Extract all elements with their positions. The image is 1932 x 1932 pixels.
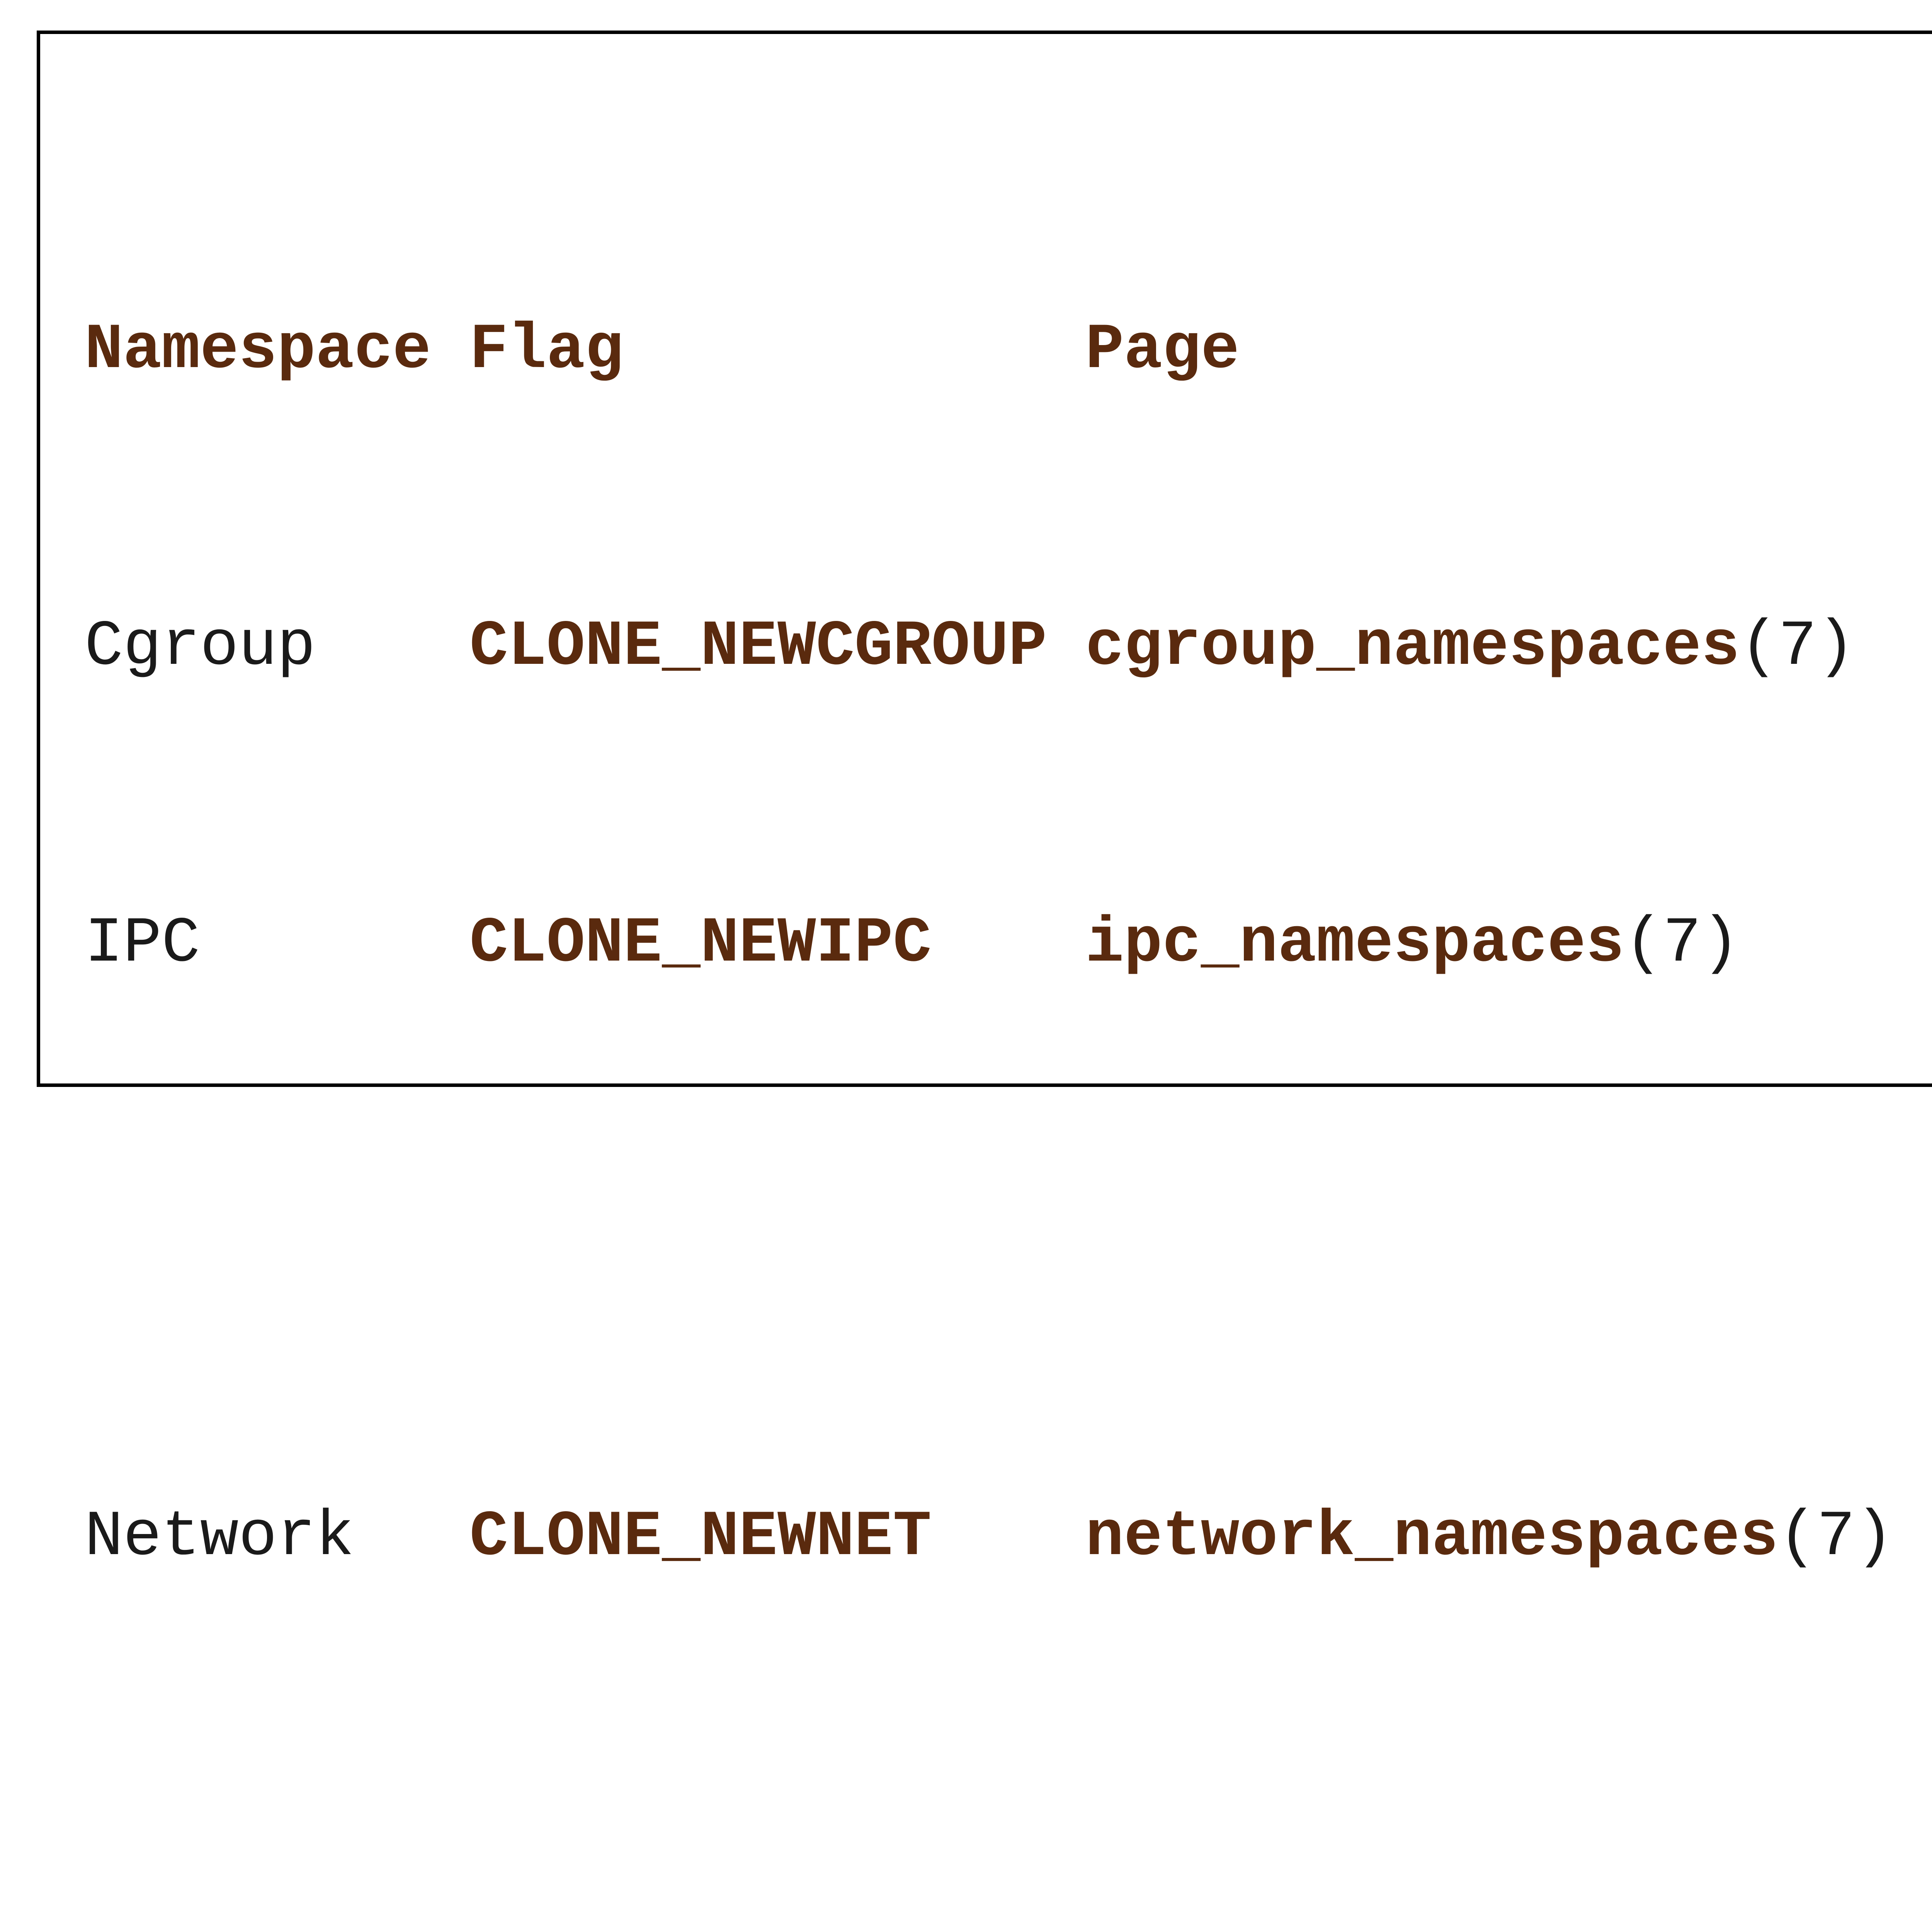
namespaces-table: Namespace Flag Page Isolates Cgroup CLON…	[85, 90, 1932, 1932]
cell-flag: CLONE_NEWNET	[469, 1501, 932, 1573]
page-background: { "colors": { "background": "#ffffff", "…	[37, 31, 1932, 1573]
page-name: cgroup_namespaces	[1085, 611, 1740, 683]
cell-page: cgroup_namespaces(7)	[1085, 610, 1855, 684]
page-section-ref: (7)	[1624, 907, 1740, 980]
isolates-continuation-row: stacks, ports, etc.	[85, 1797, 1932, 1871]
cell-namespace: Network	[85, 1501, 354, 1573]
table-header-row: Namespace Flag Page Isolates	[85, 313, 1932, 387]
column-header-flag: Flag	[469, 314, 624, 386]
table-row-ipc: IPC CLONE_NEWIPC ipc_namespaces(7) Syste…	[85, 906, 1932, 981]
table-border-frame: Namespace Flag Page Isolates Cgroup CLON…	[37, 31, 1932, 1573]
cell-flag: CLONE_NEWCGROUP	[469, 611, 1047, 683]
cell-page: ipc_namespaces(7)	[1085, 906, 1740, 981]
column-header-namespace: Namespace	[85, 314, 431, 386]
page-name: network_namespaces	[1085, 1501, 1779, 1573]
table-row-cgroup: Cgroup CLONE_NEWCGROUP cgroup_namespaces…	[85, 610, 1932, 684]
isolates-continuation-row: POSIX message queues	[85, 1203, 1932, 1277]
cell-namespace: Cgroup	[85, 611, 316, 683]
cell-namespace: IPC	[85, 907, 200, 980]
cell-page: network_namespaces(7)	[1085, 1500, 1894, 1574]
page-name: ipc_namespaces	[1085, 907, 1624, 980]
table-row-network: Network CLONE_NEWNET network_namespaces(…	[85, 1500, 1932, 1574]
page-section-ref: (7)	[1740, 611, 1855, 683]
page-section-ref: (7)	[1778, 1501, 1894, 1573]
column-header-page: Page	[1085, 314, 1240, 386]
cell-flag: CLONE_NEWIPC	[469, 907, 932, 980]
